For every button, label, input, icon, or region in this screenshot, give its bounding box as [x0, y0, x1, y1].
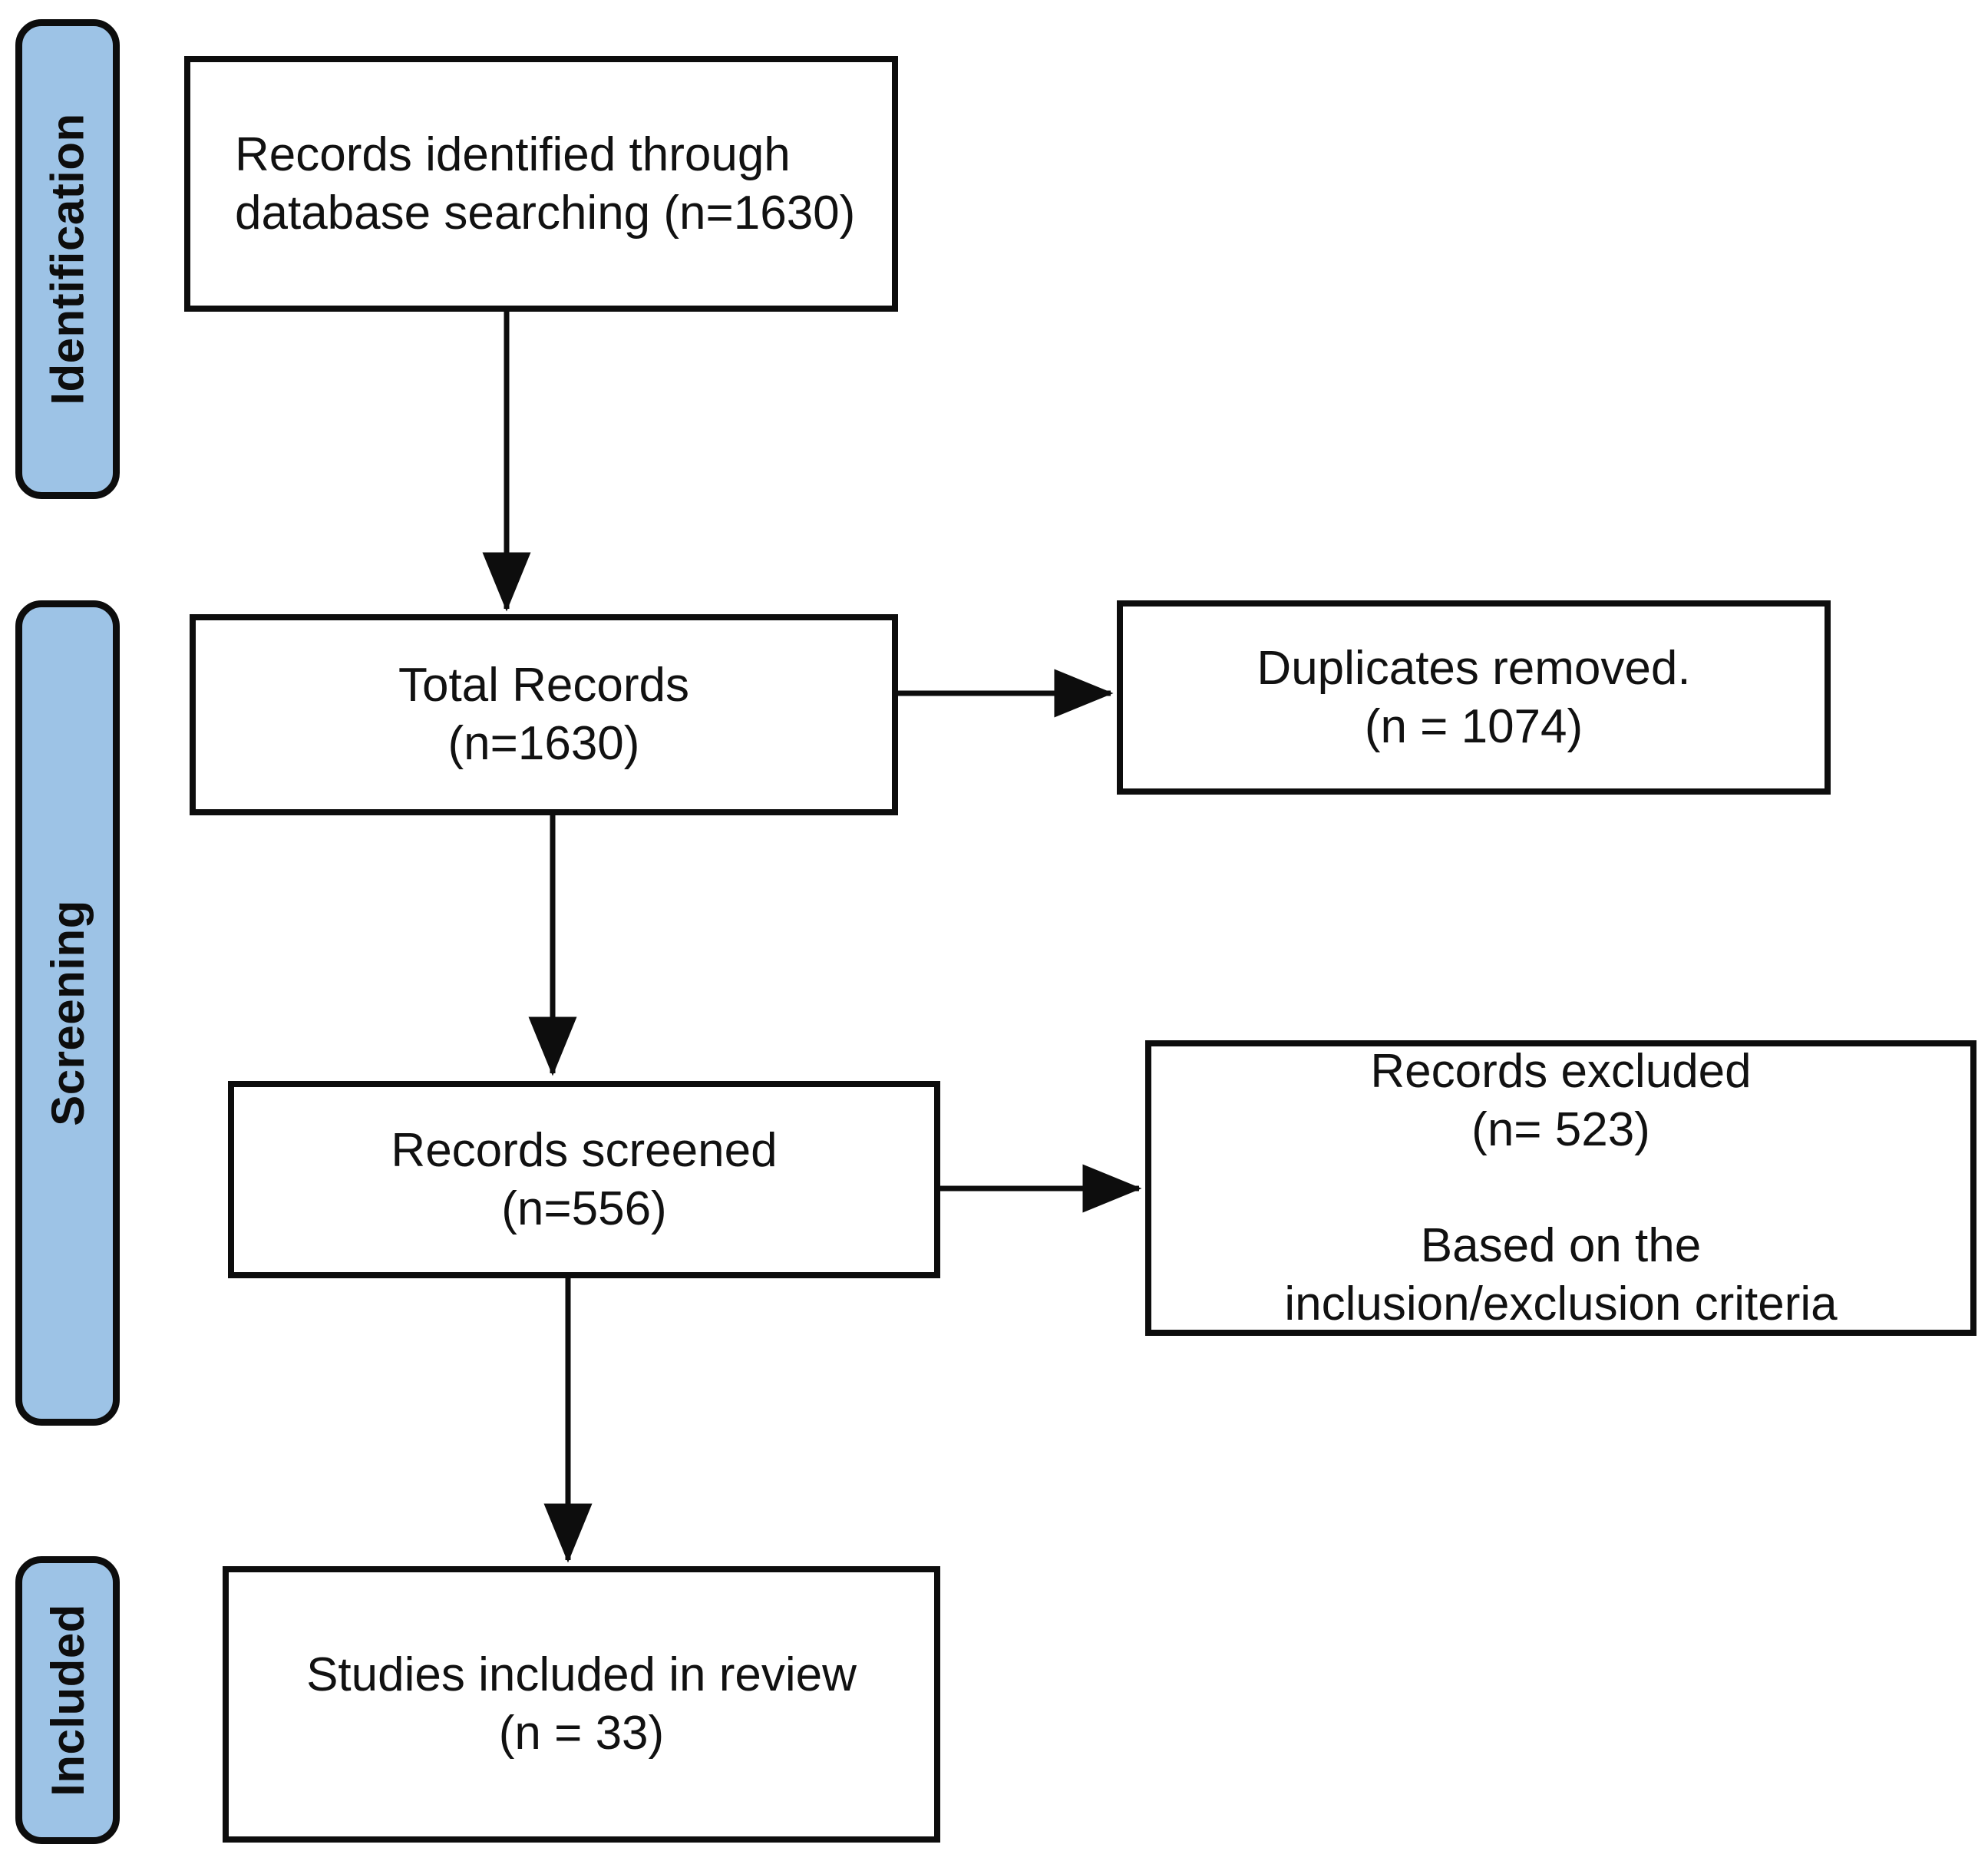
stage-label-screening: Screening — [15, 600, 120, 1426]
stage-included-text: Included — [41, 1604, 94, 1796]
box-duplicates-removed: Duplicates removed. (n = 1074) — [1117, 600, 1831, 795]
stage-screening-text: Screening — [41, 900, 94, 1126]
box-records-excluded: Records excluded (n= 523) Based on the i… — [1145, 1040, 1976, 1336]
box-records-identified-text: Records identified through database sear… — [235, 127, 856, 240]
box-records-excluded-text: Records excluded (n= 523) Based on the i… — [1284, 1045, 1838, 1330]
stage-identification-text: Identification — [41, 113, 94, 405]
box-studies-included: Studies included in review (n = 33) — [223, 1566, 940, 1843]
box-records-screened: Records screened (n=556) — [228, 1081, 940, 1278]
box-records-screened-text: Records screened (n=556) — [391, 1123, 778, 1235]
box-total-records-text: Total Records (n=1630) — [398, 659, 690, 770]
box-total-records: Total Records (n=1630) — [190, 614, 898, 815]
box-studies-included-text: Studies included in review (n = 33) — [306, 1648, 857, 1760]
stage-label-identification: Identification — [15, 19, 120, 499]
stage-label-included: Included — [15, 1556, 120, 1844]
box-records-identified: Records identified through database sear… — [184, 56, 898, 312]
box-duplicates-removed-text: Duplicates removed. (n = 1074) — [1257, 641, 1691, 753]
